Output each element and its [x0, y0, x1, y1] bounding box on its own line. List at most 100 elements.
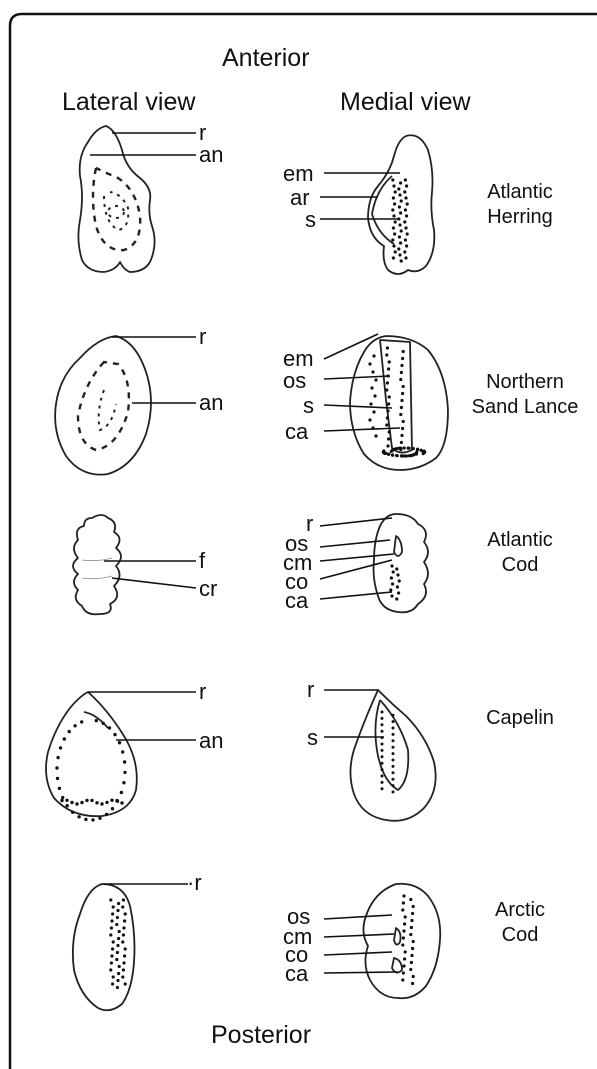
- herring-label-s: s: [305, 207, 316, 232]
- stipple-dot: [392, 720, 395, 723]
- stipple-dot: [369, 402, 372, 405]
- stipple-dot: [405, 184, 408, 187]
- sandlance-medial-otolith: [350, 336, 448, 470]
- stipple-dot: [382, 449, 385, 452]
- stipple-dot: [112, 975, 115, 978]
- stipple-dot: [392, 727, 395, 730]
- stipple-dot: [118, 930, 121, 933]
- atlcod-pointer-ca: [320, 592, 392, 599]
- stipple-dot: [381, 723, 384, 726]
- stipple-dot: [123, 919, 126, 922]
- species-name-line: Northern: [460, 370, 590, 395]
- stipple-dot: [399, 447, 402, 450]
- arcticcod-medial-otolith: [363, 884, 440, 999]
- capelin-medial-otolith: [350, 690, 435, 821]
- stipple-dot: [75, 802, 78, 805]
- stipple-dot: [65, 799, 68, 802]
- stipple-dot: [388, 360, 391, 363]
- stipple-dot: [121, 750, 124, 753]
- stipple-dot: [405, 244, 408, 247]
- stipple-dot: [412, 905, 415, 908]
- capelin-lateral-dots: [55, 719, 126, 822]
- stipple-dot: [397, 187, 400, 190]
- stipple-dot: [381, 775, 384, 778]
- stipple-dot: [388, 395, 391, 398]
- stipple-dot: [381, 762, 384, 765]
- stipple-dot: [398, 193, 401, 196]
- stipple-dot: [398, 223, 401, 226]
- stipple-dot: [397, 247, 400, 250]
- stipple-dot: [399, 241, 402, 244]
- stipple-dot: [116, 944, 119, 947]
- stipple-dot: [118, 741, 121, 744]
- stipple-dot: [402, 971, 405, 974]
- stipple-dot: [393, 448, 396, 451]
- stipple-dot: [392, 746, 395, 749]
- stipple-dot: [400, 441, 403, 444]
- arcticcod-pointer-ca: [324, 972, 398, 973]
- stipple-dot: [381, 781, 384, 784]
- stipple-dot: [410, 454, 413, 457]
- stipple-dot: [404, 238, 407, 241]
- stipple-dot: [122, 961, 125, 964]
- stipple-dot: [111, 982, 114, 985]
- atlcod-pointer-cr: [112, 578, 196, 588]
- stipple-dot: [111, 912, 114, 915]
- stipple-dot: [115, 958, 118, 961]
- stipple-dot: [115, 923, 118, 926]
- arcticcod-lateral-otolith: [73, 884, 135, 1010]
- stipple-dot: [390, 594, 393, 597]
- stipple-dot: [392, 196, 395, 199]
- stipple-dot: [395, 597, 398, 600]
- stipple-dot: [112, 905, 115, 908]
- stipple-dot: [386, 381, 389, 384]
- heading-lateral-view: Lateral view: [62, 88, 195, 117]
- stipple-dot: [408, 447, 411, 450]
- stipple-dot: [392, 778, 395, 781]
- sandlance-label-ca: ca: [285, 419, 309, 444]
- stipple-dot: [387, 402, 390, 405]
- stipple-dot: [404, 196, 407, 199]
- stipple-dot: [410, 926, 413, 929]
- stipple-dot: [401, 357, 404, 360]
- stipple-dot: [98, 817, 101, 820]
- stipple-dot: [122, 898, 125, 901]
- stipple-dot: [410, 954, 413, 957]
- stipple-dot: [80, 801, 83, 804]
- stipple-dot: [392, 570, 395, 573]
- stipple-dot: [389, 588, 392, 591]
- stipple-dot: [381, 755, 384, 758]
- atlcod-lateral-otolith: [73, 515, 121, 614]
- stipple-dot: [391, 582, 394, 585]
- stipple-dot: [394, 190, 397, 193]
- stipple-dot: [392, 784, 395, 787]
- stipple-dot: [396, 573, 399, 576]
- stipple-dot: [410, 961, 413, 964]
- stipple-dot: [403, 446, 406, 449]
- arcticcod-pointer-cm: [324, 934, 394, 937]
- sandlance-label-r: r: [199, 324, 206, 349]
- sandlance-pointer-em: [324, 334, 378, 359]
- stipple-dot: [124, 947, 127, 950]
- sandlance-label-os: os: [283, 368, 306, 393]
- stipple-dot: [392, 752, 395, 755]
- species-name-line: Cod: [470, 553, 570, 578]
- stipple-dot: [116, 986, 119, 989]
- stipple-dot: [122, 781, 125, 784]
- stipple-dot: [391, 453, 394, 456]
- stipple-dot: [410, 919, 413, 922]
- sandlance-pointer-s: [324, 405, 392, 408]
- stipple-dot: [108, 726, 111, 729]
- stipple-dot: [122, 968, 125, 971]
- stipple-dot: [399, 181, 402, 184]
- stipple-dot: [110, 954, 113, 957]
- stipple-dot: [403, 922, 406, 925]
- stipple-dot: [401, 943, 404, 946]
- stipple-dot: [392, 791, 395, 794]
- stipple-dot: [395, 567, 398, 570]
- capelin-lateral-otolith: [46, 692, 137, 822]
- sandlance-label-an: an: [199, 390, 223, 415]
- atlcod-label-cr: cr: [199, 576, 217, 601]
- stipple-dot: [386, 416, 389, 419]
- stipple-dot: [397, 591, 400, 594]
